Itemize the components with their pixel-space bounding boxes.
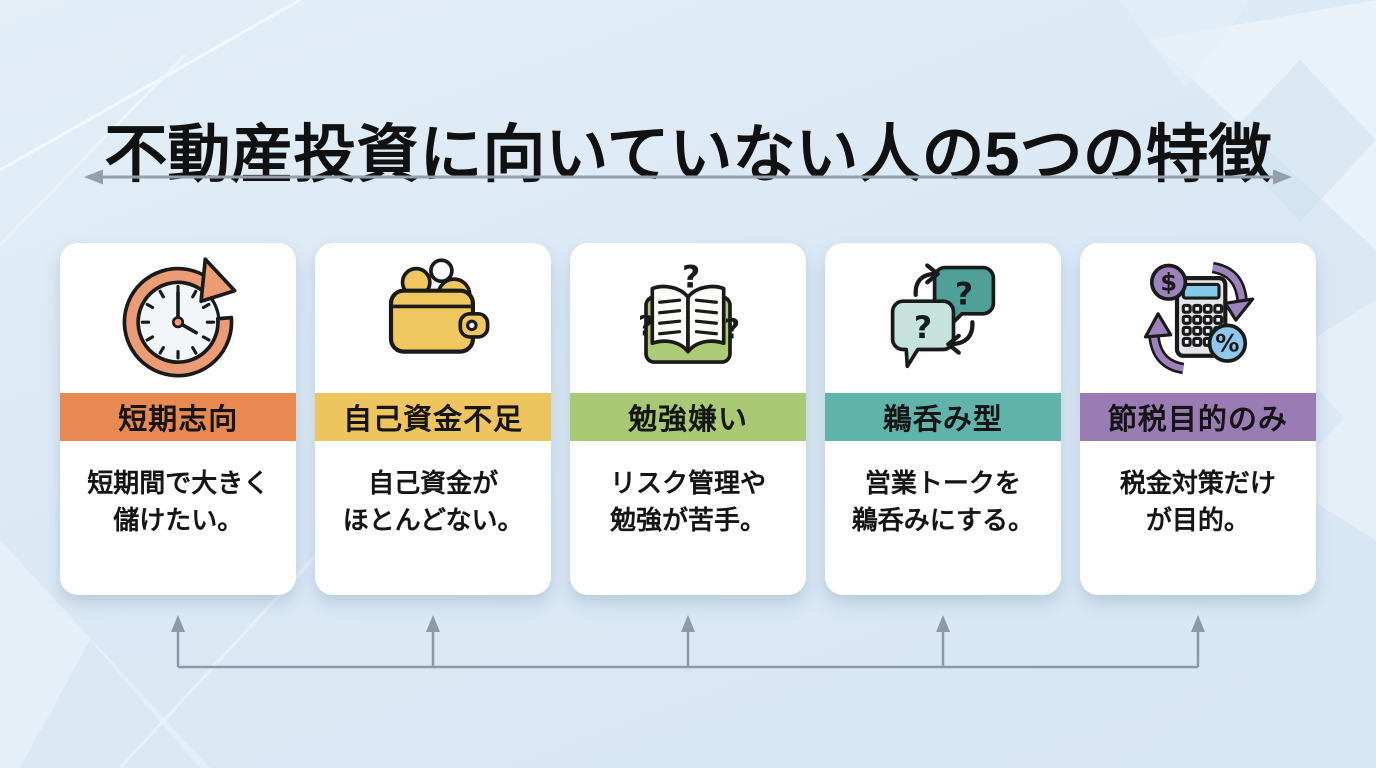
svg-text:$: $	[1160, 269, 1177, 297]
svg-text:?: ?	[638, 311, 654, 342]
card-tax-purpose-only: $ % 節税目的のみ 税金対策だけ が目的。	[1079, 243, 1317, 595]
card-short-term: 短期志向 短期間で大きく 儲けたい。	[60, 243, 297, 595]
open-book-question-icon: ? ? ?	[570, 243, 806, 393]
svg-text:?: ?	[682, 260, 700, 296]
card-label-band: 自己資金不足	[314, 393, 552, 441]
card-description: 営業トークを 鵜呑みにする。	[825, 441, 1061, 539]
card-description: 自己資金が ほとんどない。	[315, 441, 551, 539]
card-insufficient-funds: 自己資金不足 自己資金が ほとんどない。	[314, 243, 552, 595]
card-gullible: ? ? 鵜呑み型 営業トークを 鵜呑みにする。	[824, 243, 1062, 595]
bottom-connector-arrows	[171, 615, 1205, 669]
card-description-line1: 営業トークを	[864, 468, 1021, 498]
card-description: 税金対策だけ が目的。	[1080, 441, 1316, 539]
card-label-band: 短期志向	[60, 393, 297, 441]
card-label-band: 鵜呑み型	[824, 393, 1062, 441]
card-description-line2: 勉強が苦手。	[610, 504, 767, 535]
card-label-band: 勉強嫌い	[569, 393, 807, 441]
card-description-line2: 儲けたい。	[113, 504, 244, 535]
clock-history-icon	[60, 243, 296, 393]
svg-text:?: ?	[914, 310, 932, 346]
svg-text:?: ?	[724, 314, 740, 345]
card-description-line2: が目的。	[1145, 504, 1250, 535]
card-description-line1: 短期間で大きく	[87, 468, 270, 498]
speech-bubbles-swap-icon: ? ?	[825, 243, 1061, 393]
card-description: リスク管理や 勉強が苦手。	[570, 441, 806, 539]
card-description-line2: ほとんどない。	[342, 504, 524, 535]
card-description-line1: リスク管理や	[610, 468, 767, 498]
card-label-band: 節税目的のみ	[1079, 393, 1317, 441]
card-description: 短期間で大きく 儲けたい。	[60, 441, 296, 539]
svg-text:?: ?	[955, 276, 973, 312]
card-hates-studying: ? ? ? 勉強嫌い リスク管理や 勉強が苦手。	[569, 243, 807, 595]
wallet-coins-icon	[315, 243, 551, 393]
card-description-line1: 自己資金が	[368, 468, 499, 498]
svg-text:%: %	[1215, 330, 1239, 358]
calculator-tax-icon: $ %	[1080, 243, 1316, 393]
title-underline-arrow	[84, 169, 1292, 185]
feature-cards-row: 短期志向 短期間で大きく 儲けたい。 自己資金不足	[60, 243, 1317, 595]
card-description-line1: 税金対策だけ	[1119, 468, 1276, 498]
card-description-line2: 鵜呑みにする。	[851, 504, 1035, 535]
